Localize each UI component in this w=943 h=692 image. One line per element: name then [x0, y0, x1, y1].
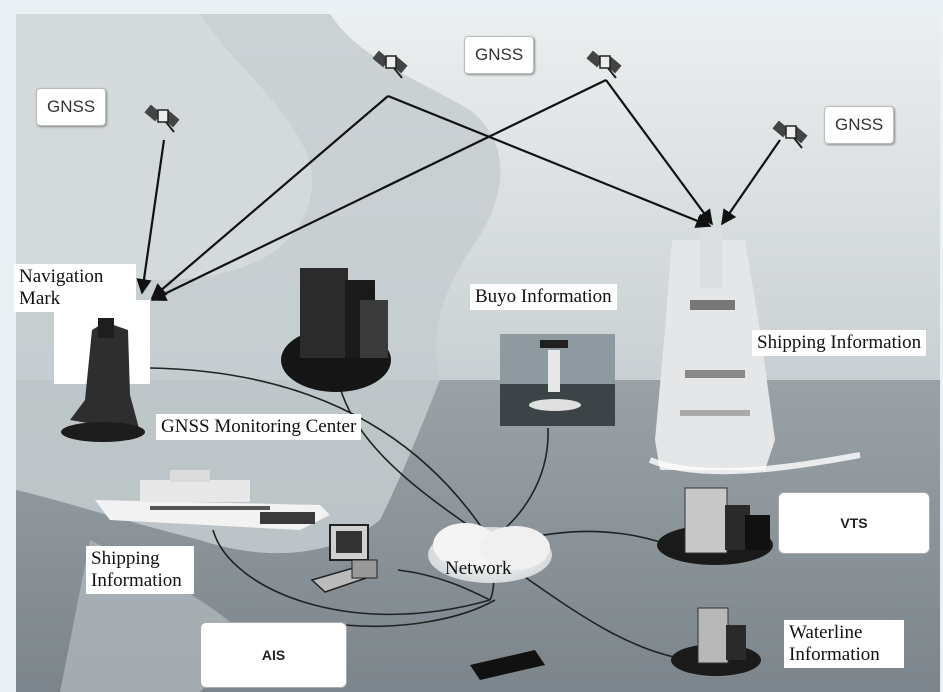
vts-box: VTS	[778, 492, 930, 554]
satellite-icon	[372, 50, 408, 79]
label-buyo-information: Buyo Information	[470, 284, 617, 310]
ship-left	[95, 470, 330, 530]
monitoring-center-server	[281, 268, 391, 392]
gnss-label: GNSS	[464, 36, 535, 74]
ship-right	[648, 228, 861, 475]
network-cloud	[428, 523, 552, 583]
navigation-mark-buoy	[54, 300, 150, 442]
label-gnss-monitoring-center: GNSS Monitoring Center	[156, 414, 362, 440]
label-waterline-information: Waterline Information	[784, 620, 904, 668]
satellite-icon	[144, 104, 180, 133]
laptop	[470, 650, 545, 680]
computer-terminal	[310, 524, 378, 593]
satellite-icon	[586, 50, 622, 79]
waterline-building	[671, 607, 761, 676]
gnss-label: GNSS	[36, 88, 107, 126]
satellite-icon	[772, 120, 808, 149]
buoy-photo	[500, 334, 615, 426]
gnss-label: GNSS	[824, 106, 895, 144]
label-shipping-information-left: Shipping Information	[86, 546, 194, 594]
ais-box: AIS	[200, 622, 347, 688]
label-shipping-information-right: Shipping Information	[752, 330, 927, 356]
label-navigation-mark: Navigation Mark	[14, 264, 136, 312]
label-network: Network	[445, 558, 512, 579]
signal-lines	[136, 79, 781, 301]
vts-building	[657, 487, 773, 565]
